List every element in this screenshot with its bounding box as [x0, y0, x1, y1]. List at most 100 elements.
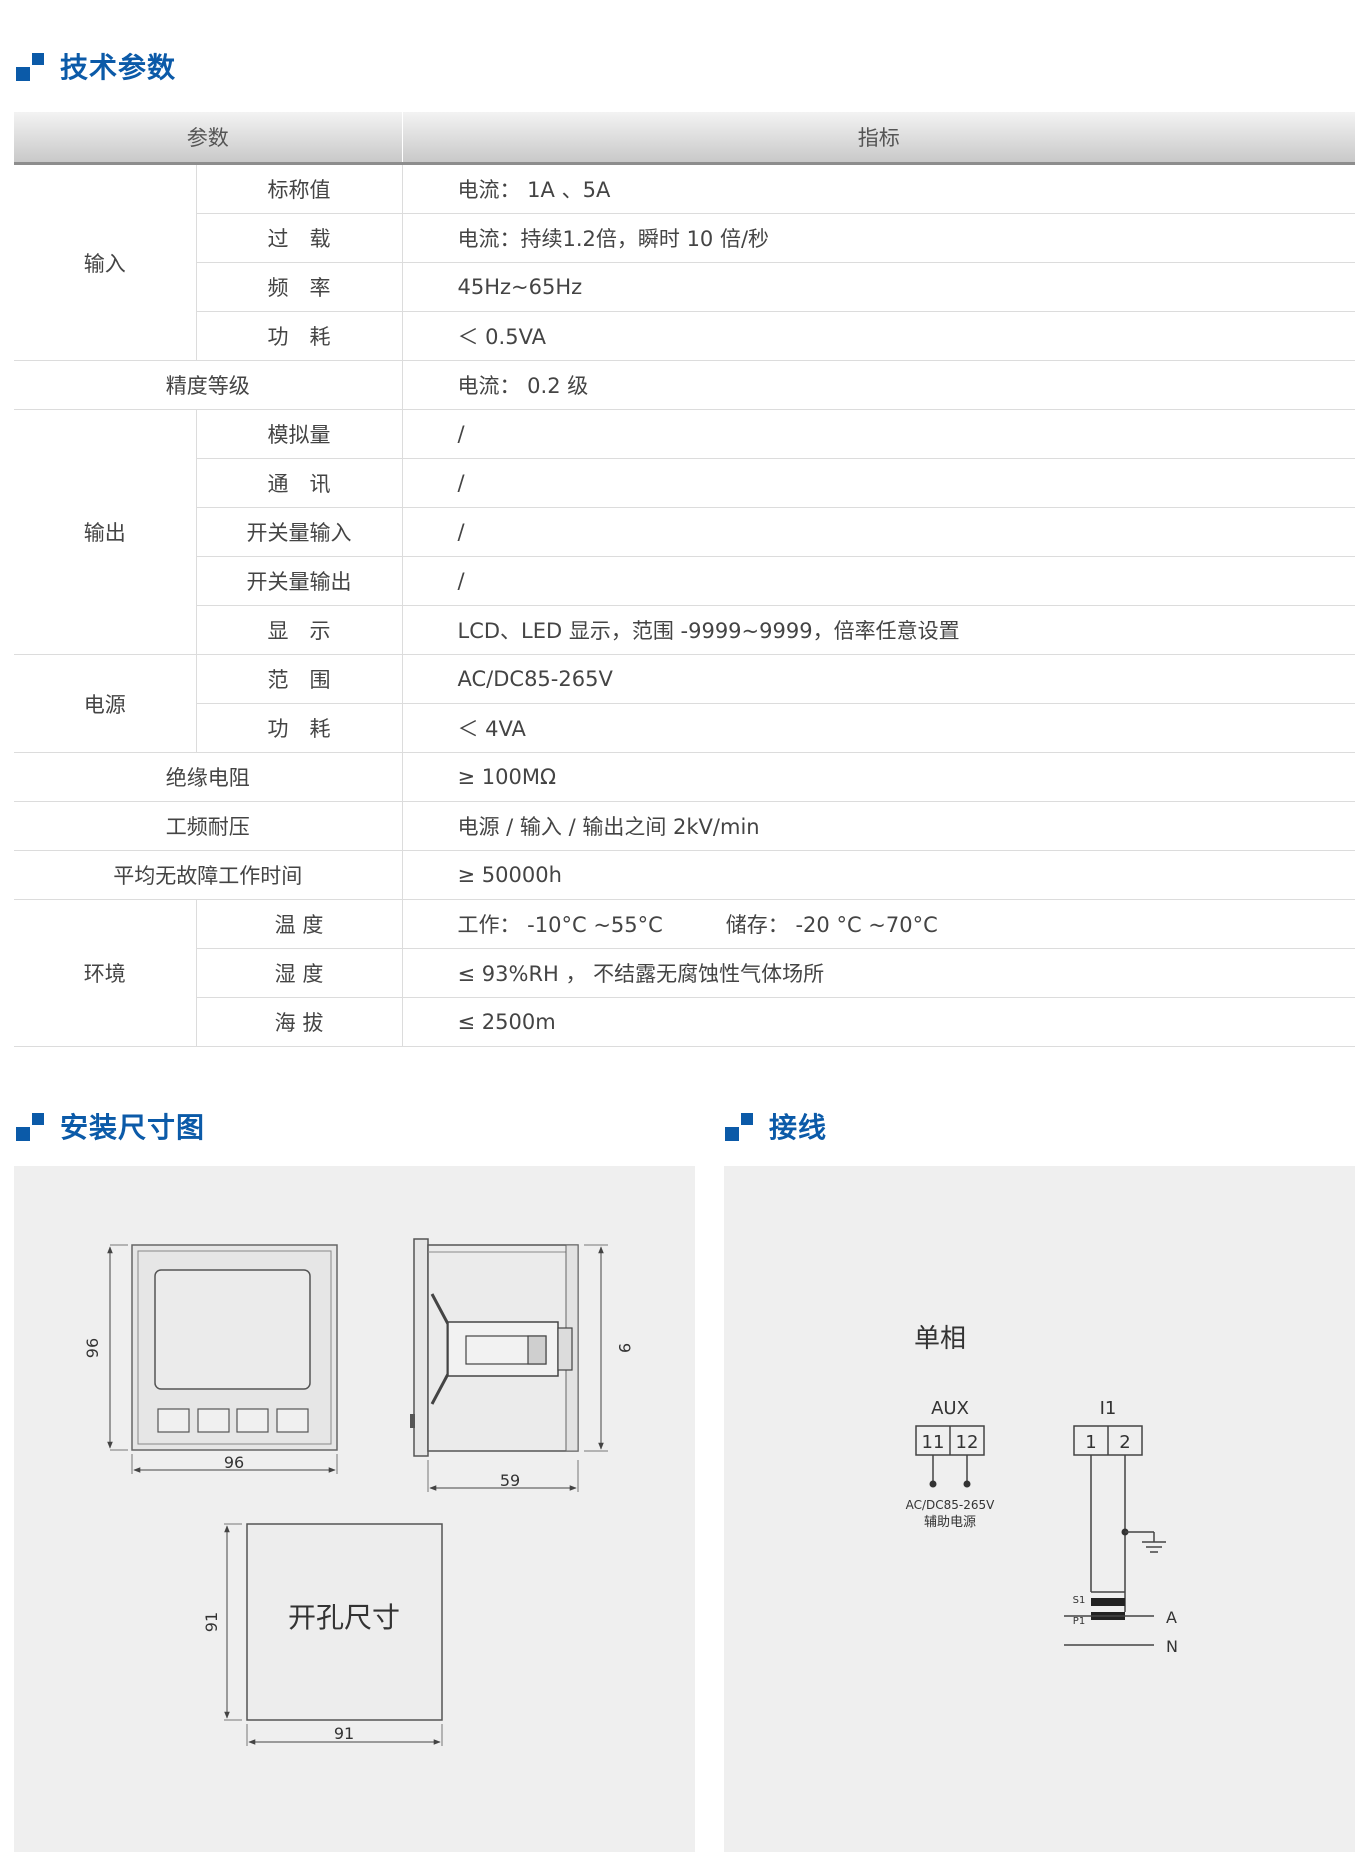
- table-row: 工频耐压 电源 / 输入 / 输出之间 2kV/min: [14, 801, 1355, 851]
- ct-s1-label: S1: [1073, 1595, 1086, 1606]
- group-mtbf: 平均无故障工作时间: [14, 850, 403, 900]
- install-section-title: 安装尺寸图: [60, 1111, 206, 1144]
- row-item: 通 讯: [196, 458, 403, 508]
- ct-p1-label: P1: [1073, 1616, 1085, 1627]
- wiring-diagram: 单相 AUX 11 12 AC/DC85-265V 辅助电源 I1: [906, 1324, 1178, 1656]
- header-spec: 指标: [401, 112, 1355, 165]
- row-item: 温 度: [196, 899, 403, 949]
- aux-terminal-12: 12: [956, 1432, 979, 1453]
- row-value: ≤ 2500m: [402, 997, 1355, 1047]
- wiring-section-header: 接线: [725, 1106, 827, 1146]
- params-section-header: 技术参数: [16, 46, 176, 86]
- install-section-header: 安装尺寸图: [16, 1106, 205, 1146]
- table-row: 功 耗 ＜ 0.5VA: [14, 311, 1355, 361]
- row-value: ≤ 93%RH ， 不结露无腐蚀性气体场所: [402, 948, 1355, 998]
- row-value: 电源 / 输入 / 输出之间 2kV/min: [402, 801, 1355, 851]
- table-row: 过 载 电流：持续1.2倍，瞬时 10 倍/秒: [14, 213, 1355, 263]
- front-width-label: 96: [224, 1453, 244, 1472]
- section-square-icon: [16, 51, 46, 81]
- table-row: 频 率 45Hz~65Hz: [14, 262, 1355, 312]
- line-a-label: A: [1166, 1608, 1177, 1627]
- group-insulation: 绝缘电阻: [14, 752, 403, 802]
- row-item: 模拟量: [196, 409, 403, 459]
- row-value: 45Hz~65Hz: [402, 262, 1355, 312]
- table-row: 功 耗 ＜ 4VA: [14, 703, 1355, 753]
- input-terminal-2: 2: [1119, 1432, 1130, 1453]
- front-view: [107, 1244, 338, 1474]
- spec-table-header: 参数 指标: [14, 112, 1355, 165]
- table-row: 输出 模拟量 /: [14, 409, 1355, 655]
- input-terminal-1: 1: [1085, 1432, 1096, 1453]
- cutout-label: 开孔尺寸: [288, 1601, 400, 1634]
- section-square-icon: [725, 1111, 755, 1141]
- cutout-width-label: 91: [334, 1724, 354, 1743]
- input-terminal-block: [1064, 1425, 1166, 1646]
- row-value: AC/DC85-265V: [402, 654, 1355, 704]
- wiring-mode-label: 单相: [914, 1324, 966, 1354]
- wiring-diagram-panel: 单相 AUX 11 12 AC/DC85-265V 辅助电源 I1: [724, 1166, 1355, 1852]
- table-row: 绝缘电阻 ≥ 100MΩ: [14, 752, 1355, 802]
- cutout-view: [224, 1523, 443, 1746]
- aux-terminal-block: [915, 1425, 985, 1488]
- line-n-label: N: [1166, 1637, 1178, 1656]
- row-item: 开关量输出: [196, 556, 403, 606]
- group-power: 电源: [14, 654, 197, 753]
- row-value: /: [402, 409, 1355, 459]
- row-item: 功 耗: [196, 703, 403, 753]
- table-row: 电源 范 围 AC/DC85-265V: [14, 654, 1355, 753]
- row-item: 范 围: [196, 654, 403, 704]
- section-square-icon: [16, 1111, 46, 1141]
- side-view: [410, 1238, 608, 1492]
- row-item: 开关量输入: [196, 507, 403, 557]
- row-item: 显 示: [196, 605, 403, 655]
- side-height-label: 9: [615, 1343, 634, 1353]
- spec-table-container: 参数 指标 输入 标称值 电流： 1A 、5A 过 载 电流：持续1.2倍，瞬时…: [14, 112, 1355, 1047]
- cutout-height-label: 91: [202, 1612, 221, 1632]
- table-row: 湿 度 ≤ 93%RH ， 不结露无腐蚀性气体场所: [14, 948, 1355, 998]
- row-item: 功 耗: [196, 311, 403, 361]
- row-value: ≥ 50000h: [402, 850, 1355, 900]
- spec-table: 参数 指标 输入 标称值 电流： 1A 、5A 过 载 电流：持续1.2倍，瞬时…: [14, 112, 1355, 1047]
- row-item: 频 率: [196, 262, 403, 312]
- table-row: 显 示 LCD、LED 显示，范围 -9999~9999，倍率任意设置: [14, 605, 1355, 655]
- side-depth-label: 59: [500, 1471, 520, 1490]
- group-output: 输出: [14, 409, 197, 655]
- row-item: 过 载: [196, 213, 403, 263]
- row-item: 湿 度: [196, 948, 403, 998]
- table-row: 通 讯 /: [14, 458, 1355, 508]
- group-input: 输入: [14, 163, 197, 361]
- row-value: LCD、LED 显示，范围 -9999~9999，倍率任意设置: [402, 605, 1355, 655]
- row-value: 工作： -10°C ~55°C 储存： -20 °C ~70°C: [402, 899, 1355, 949]
- aux-supply-desc: 辅助电源: [924, 1515, 976, 1530]
- table-row: 环境 温 度 工作： -10°C ~55°C 储存： -20 °C ~70°C: [14, 899, 1355, 1047]
- row-value: /: [402, 458, 1355, 508]
- aux-label: AUX: [931, 1398, 969, 1419]
- row-value: 电流： 0.2 级: [402, 360, 1355, 410]
- table-row: 精度等级 电流： 0.2 级: [14, 360, 1355, 410]
- row-value: 电流： 1A 、5A: [402, 163, 1355, 214]
- table-row: 平均无故障工作时间 ≥ 50000h: [14, 850, 1355, 900]
- install-diagram: 96 96 9 59: [83, 1238, 634, 1746]
- params-section-title: 技术参数: [60, 51, 177, 84]
- aux-terminal-11: 11: [922, 1432, 945, 1453]
- input-label: I1: [1100, 1398, 1117, 1419]
- table-row: 开关量输入 /: [14, 507, 1355, 557]
- front-height-label: 96: [83, 1338, 102, 1358]
- group-accuracy: 精度等级: [14, 360, 403, 410]
- row-item: 标称值: [196, 163, 403, 214]
- row-value: /: [402, 507, 1355, 557]
- table-row: 开关量输出 /: [14, 556, 1355, 606]
- table-row: 海 拔 ≤ 2500m: [14, 997, 1355, 1047]
- wiring-section-title: 接线: [769, 1111, 828, 1144]
- group-environment: 环境: [14, 899, 197, 1047]
- aux-supply-label: AC/DC85-265V: [906, 1498, 996, 1512]
- row-value: ＜ 4VA: [402, 703, 1355, 753]
- row-value: ≥ 100MΩ: [402, 752, 1355, 802]
- install-diagram-panel: 96 96 9 59: [14, 1166, 695, 1852]
- table-row: 输入 标称值 电流： 1A 、5A: [14, 163, 1355, 361]
- header-param: 参数: [14, 112, 402, 165]
- row-item: 海 拔: [196, 997, 403, 1047]
- row-value: ＜ 0.5VA: [402, 311, 1355, 361]
- row-value: /: [402, 556, 1355, 606]
- row-value: 电流：持续1.2倍，瞬时 10 倍/秒: [402, 213, 1355, 263]
